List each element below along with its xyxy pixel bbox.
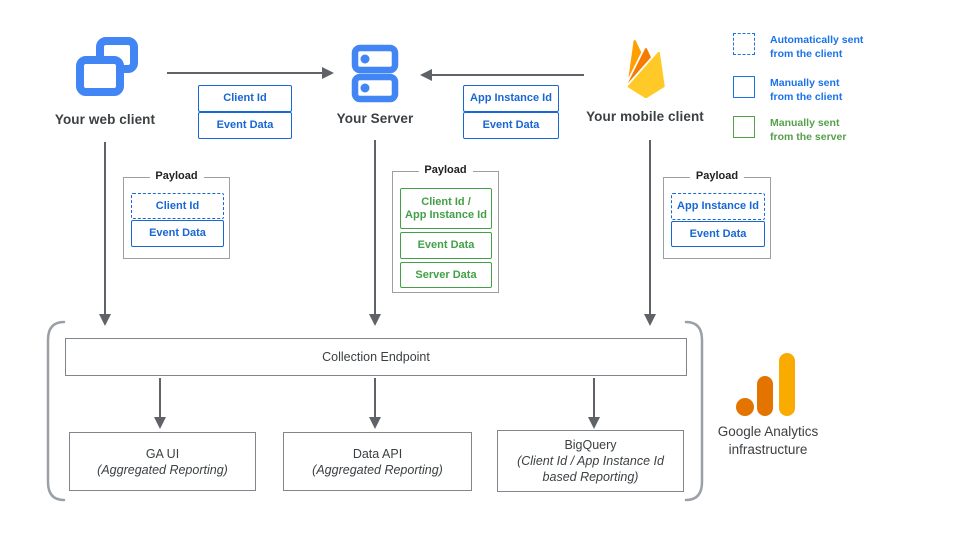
collection-endpoint-box: Collection Endpoint (65, 338, 687, 376)
server-icon (351, 44, 399, 103)
payload-server-server-data: Server Data (400, 262, 492, 288)
google-analytics-caption: Google Analytics infrastructure (717, 424, 819, 457)
payload-mobile-event-data: Event Data (671, 221, 765, 247)
data-api-box: Data API (Aggregated Reporting) (283, 432, 472, 491)
arrowhead-down-icon (99, 314, 111, 326)
payload-server-client-app-id: Client Id /App Instance Id (400, 188, 492, 229)
payload-mobile-title: Payload (689, 170, 745, 182)
infrastructure-brackets (46, 320, 704, 502)
legend-solid-blue-swatch (733, 76, 755, 98)
payload-server-title: Payload (418, 164, 473, 176)
arrowhead-down-icon (154, 417, 166, 429)
bigquery-title: BigQuery (564, 438, 617, 452)
data-api-subtitle: (Aggregated Reporting) (312, 462, 443, 477)
arrowhead-left-icon (420, 69, 432, 81)
ga-ui-box: GA UI (Aggregated Reporting) (69, 432, 256, 491)
firebase-icon (627, 40, 665, 98)
ga-ui-subtitle: (Aggregated Reporting) (97, 462, 228, 477)
param-event-data-web: Event Data (198, 112, 292, 139)
legend-solid-green-swatch (733, 116, 755, 138)
payload-web-title: Payload (149, 170, 204, 182)
web-client-icon (76, 37, 138, 96)
collection-endpoint-label: Collection Endpoint (322, 350, 430, 364)
mobile-client-label: Your mobile client (586, 109, 704, 124)
param-event-data-mobile: Event Data (463, 112, 559, 139)
arrowhead-right-icon (322, 67, 334, 79)
server-label: Your Server (336, 111, 414, 126)
bigquery-subtitle: (Client Id / App Instance Id based Repor… (517, 454, 664, 484)
payload-server-event-data: Event Data (400, 232, 492, 259)
data-api-title: Data API (352, 446, 403, 461)
payload-server: Payload Client Id /App Instance Id Event… (392, 164, 499, 293)
param-app-instance-id: App Instance Id (463, 85, 559, 112)
payload-web: Payload Client Id Event Data (123, 170, 230, 259)
param-client-id: Client Id (198, 85, 292, 112)
arrowhead-down-icon (644, 314, 656, 326)
legend-dashed-blue-swatch (733, 33, 755, 55)
payload-web-event-data: Event Data (131, 220, 224, 247)
google-analytics-icon (736, 353, 795, 416)
payload-mobile-app-instance-id: App Instance Id (671, 193, 765, 220)
payload-mobile: Payload App Instance Id Event Data (663, 170, 771, 259)
web-client-label: Your web client (54, 112, 156, 127)
payload-web-client-id: Client Id (131, 193, 224, 219)
bigquery-box: BigQuery (Client Id / App Instance Id ba… (497, 430, 684, 492)
arrowhead-down-icon (369, 417, 381, 429)
arrowhead-down-icon (369, 314, 381, 326)
ga-ui-title: GA UI (145, 446, 180, 461)
arrowhead-down-icon (588, 417, 600, 429)
